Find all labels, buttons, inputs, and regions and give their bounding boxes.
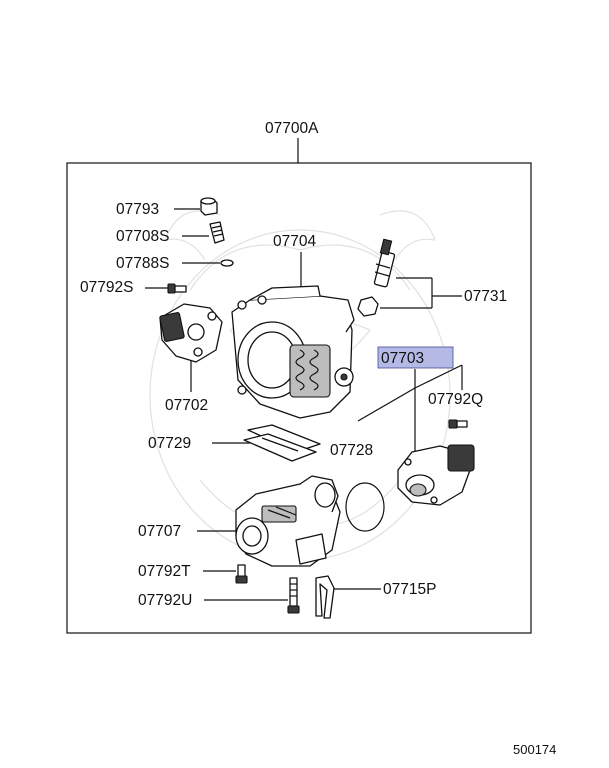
bolt-07792U[interactable] bbox=[287, 577, 300, 614]
part-label-07729[interactable]: 07729 bbox=[148, 435, 191, 452]
part-label-07704[interactable]: 07704 bbox=[273, 233, 316, 250]
gasket-07729[interactable] bbox=[243, 424, 321, 462]
gasket-07728[interactable] bbox=[345, 482, 385, 532]
part-label-07788S[interactable]: 07788S bbox=[116, 255, 169, 272]
part-label-07728[interactable]: 07728 bbox=[330, 442, 373, 459]
sensor-07708S[interactable] bbox=[209, 221, 225, 244]
throttle-spring bbox=[295, 349, 319, 391]
highlight-box-07703 bbox=[377, 346, 454, 369]
part-label-07792S[interactable]: 07792S bbox=[80, 279, 133, 296]
leader-07703-d bbox=[414, 364, 463, 389]
part-label-07792T[interactable]: 07792T bbox=[138, 563, 191, 580]
assembly-label[interactable]: 07700A bbox=[265, 120, 319, 137]
bracket-07715P[interactable] bbox=[315, 575, 335, 619]
housing-07707[interactable] bbox=[235, 475, 341, 567]
part-label-07702[interactable]: 07702 bbox=[165, 397, 208, 414]
cap-07793[interactable] bbox=[200, 197, 218, 216]
part-label-07703[interactable]: 07703 bbox=[381, 350, 424, 367]
part-label-07707[interactable]: 07707 bbox=[138, 523, 181, 540]
bolt-07792T[interactable] bbox=[235, 564, 248, 584]
oring-07788S[interactable] bbox=[220, 259, 234, 267]
part-label-07793[interactable]: 07793 bbox=[116, 201, 159, 218]
part-label-07731[interactable]: 07731 bbox=[464, 288, 507, 305]
assembly-frame bbox=[66, 162, 532, 634]
leader-07703-b bbox=[357, 387, 416, 422]
diagram-number: 500174 bbox=[513, 742, 556, 757]
injector-07731[interactable] bbox=[357, 238, 396, 317]
throttle-body-07704[interactable] bbox=[231, 285, 355, 419]
screw-07792Q[interactable] bbox=[448, 419, 468, 429]
screw-07792S[interactable] bbox=[167, 283, 187, 294]
iac-valve-07703[interactable] bbox=[397, 444, 475, 506]
part-label-07708S[interactable]: 07708S bbox=[116, 228, 169, 245]
part-label-07715P[interactable]: 07715P bbox=[383, 581, 436, 598]
part-label-07792Q[interactable]: 07792Q bbox=[428, 391, 483, 408]
part-label-07792U[interactable]: 07792U bbox=[138, 592, 192, 609]
tps-07702[interactable] bbox=[159, 303, 223, 363]
